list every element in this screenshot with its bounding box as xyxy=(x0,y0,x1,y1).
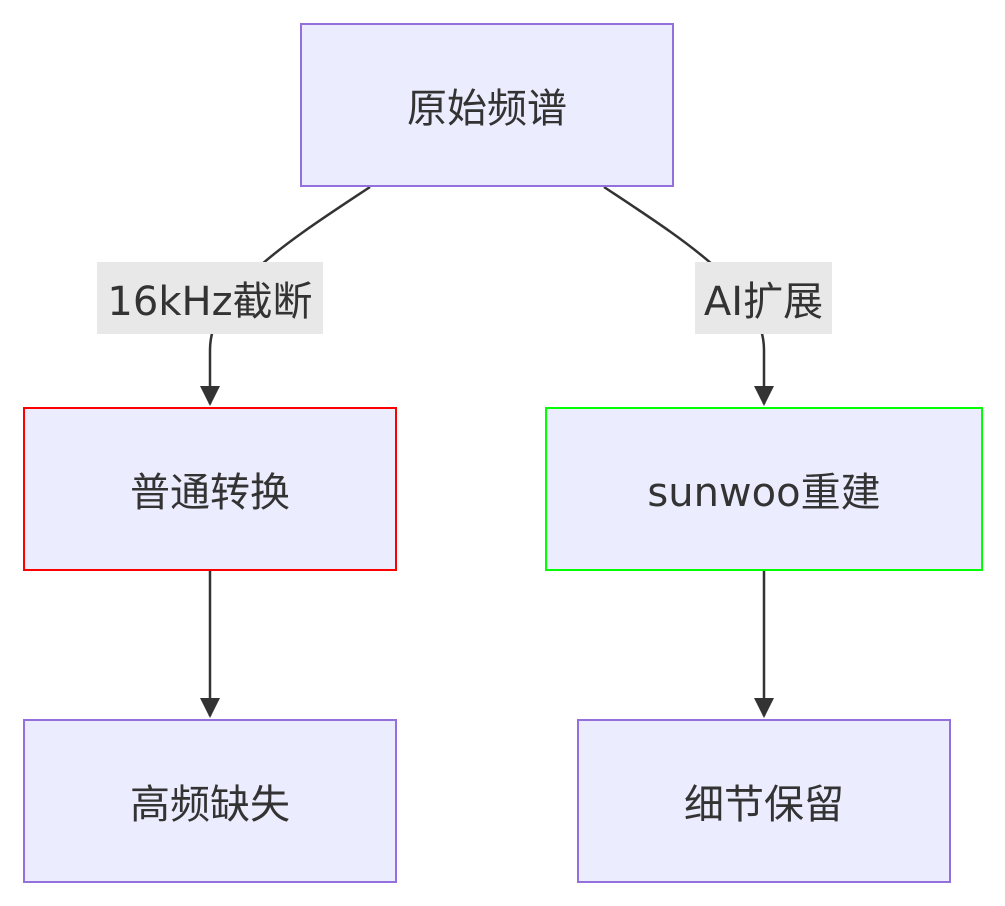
edge-label-truncation: 16kHz截断 xyxy=(97,262,323,334)
node-original-spectrum: 原始频谱 xyxy=(300,23,674,187)
edge-label-ai-extension: AI扩展 xyxy=(695,262,832,334)
node-sunwoo-reconstruction: sunwoo重建 xyxy=(545,407,983,571)
node-detail-preserved: 细节保留 xyxy=(577,719,951,883)
node-normal-conversion: 普通转换 xyxy=(23,407,397,571)
node-high-frequency-missing: 高频缺失 xyxy=(23,719,397,883)
